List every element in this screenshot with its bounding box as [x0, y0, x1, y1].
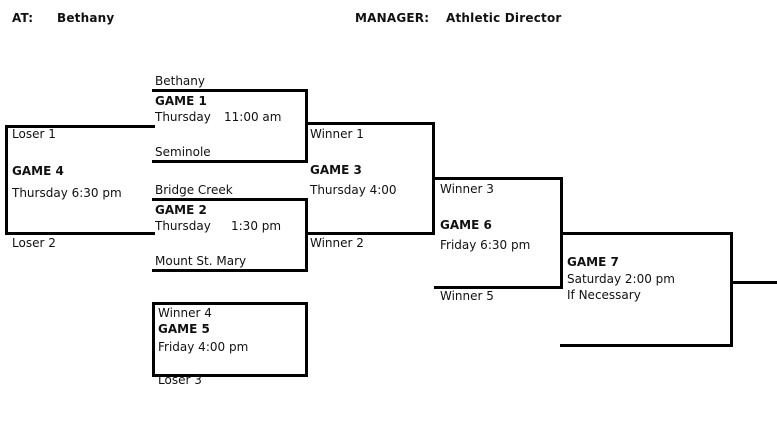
game-7-name: GAME 7: [567, 255, 619, 269]
game-4-bottom-line: [5, 232, 155, 235]
game-1-slot-top: Bethany: [155, 74, 205, 88]
game-6-slot-bottom: Winner 5: [440, 289, 494, 303]
game-3-slot-top: Winner 1: [310, 127, 364, 141]
at-value: Bethany: [57, 11, 115, 25]
game-3-top-line: [305, 122, 435, 125]
game-7-bottom-line: [560, 344, 733, 347]
game-3-bottom-line: [305, 232, 435, 235]
game-1-bottom-line: [152, 160, 308, 163]
game-2-day: Thursday: [155, 219, 211, 233]
game-1-time: 11:00 am: [224, 110, 282, 124]
game-2-slot-bottom: Mount St. Mary: [155, 254, 247, 268]
game-4-name: GAME 4: [12, 164, 64, 178]
game-2-bottom-line: [152, 269, 308, 272]
game-5-top-line: [152, 302, 308, 305]
game-7-right-line: [730, 232, 733, 347]
game-3-right-line: [432, 122, 435, 235]
game-3-slot-bottom: Winner 2: [310, 236, 364, 250]
game-7-day: Saturday 2:00 pm: [567, 272, 675, 286]
manager-value: Athletic Director: [446, 11, 562, 25]
game-2-right-line: [305, 198, 308, 272]
game-6-top-line: [434, 177, 563, 180]
game-6-slot-top: Winner 3: [440, 182, 494, 196]
game-5-slot-top: Winner 4: [158, 306, 212, 320]
at-label: AT:: [12, 11, 34, 25]
game-5-name: GAME 5: [158, 322, 210, 336]
game-2-slot-top: Bridge Creek: [155, 183, 233, 197]
manager-label: MANAGER:: [355, 11, 430, 25]
game-3-day: Thursday 4:00: [310, 183, 397, 197]
game-7-output-line: [730, 281, 777, 284]
game-5-right-line: [305, 302, 308, 377]
game-4-slot-top: Loser 1: [12, 127, 56, 141]
game-2-name: GAME 2: [155, 203, 207, 217]
game-5-day: Friday 4:00 pm: [158, 340, 249, 354]
game-5-bottom-line: [152, 374, 308, 377]
game-1-top-line: [152, 89, 308, 92]
game-1-right-line: [305, 89, 308, 163]
game-1-day: Thursday: [155, 110, 211, 124]
game-4-left-line: [5, 125, 8, 235]
game-2-top-line: [152, 198, 308, 201]
game-5-slot-bottom: Loser 3: [158, 373, 202, 387]
game-7-top-line: [560, 232, 733, 235]
game-1-slot-bottom: Seminole: [155, 145, 211, 159]
game-4-top-line: [5, 125, 155, 128]
game-4-day: Thursday 6:30 pm: [12, 186, 122, 200]
game-1-name: GAME 1: [155, 94, 207, 108]
game-4-slot-bottom: Loser 2: [12, 236, 56, 250]
game-3-name: GAME 3: [310, 163, 362, 177]
game-5-left-line: [152, 302, 155, 377]
game-2-time: 1:30 pm: [231, 219, 282, 233]
game-7-note: If Necessary: [567, 288, 641, 302]
game-6-bottom-line: [434, 286, 563, 289]
game-6-name: GAME 6: [440, 218, 492, 232]
game-6-day: Friday 6:30 pm: [440, 238, 531, 252]
